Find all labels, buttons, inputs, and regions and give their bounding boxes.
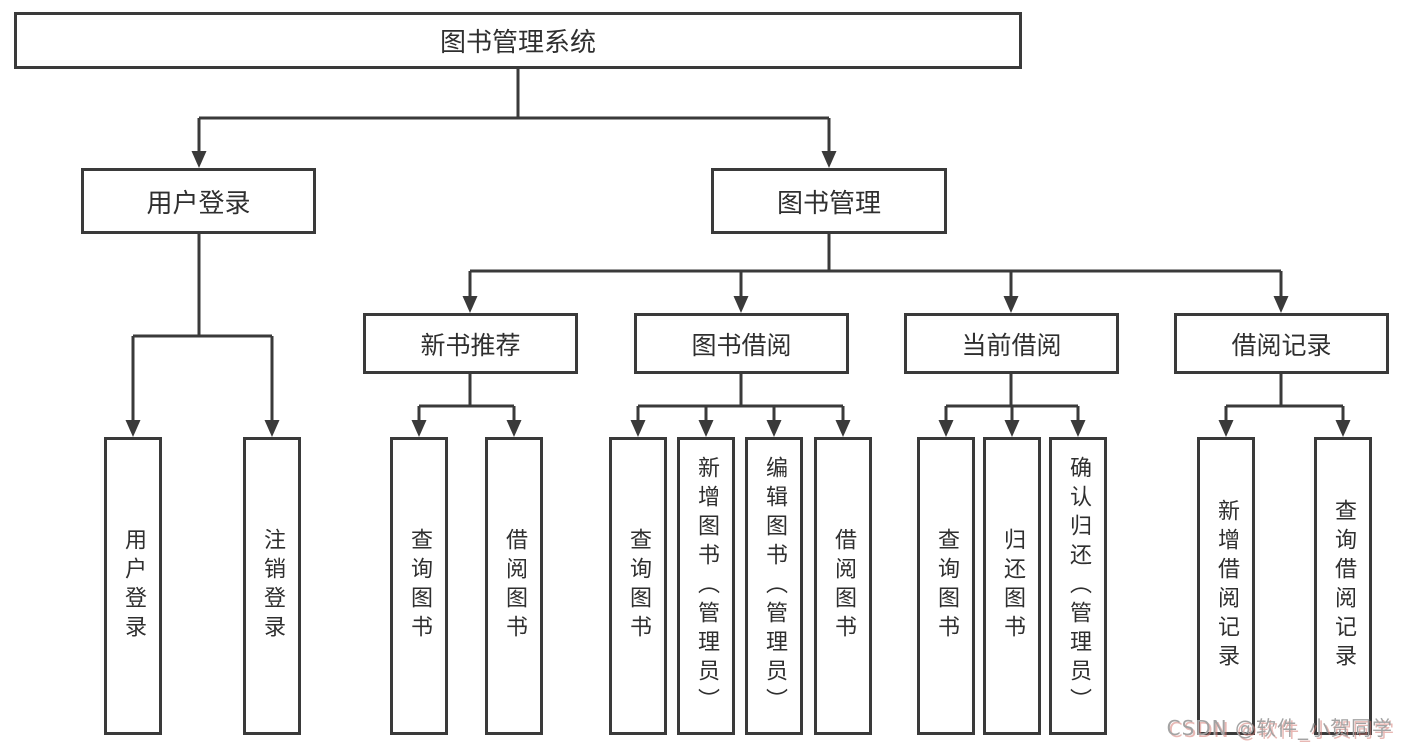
edges-new-book-recommend-children bbox=[411, 374, 522, 437]
node-borrow-records: 借阅记录 bbox=[1174, 313, 1389, 374]
leaf-add-books-admin: 新增图书（管理员） bbox=[677, 437, 735, 735]
leaf-query-borrow-record: 查询借阅记录 bbox=[1314, 437, 1372, 735]
node-current-borrow: 当前借阅 bbox=[904, 313, 1119, 374]
node-book-management: 图书管理 bbox=[711, 168, 947, 234]
leaf-user-login: 用户登录 bbox=[104, 437, 162, 735]
leaf-borrow-books: 借阅图书 bbox=[814, 437, 872, 735]
node-root-library-system: 图书管理系统 bbox=[14, 12, 1022, 69]
leaf-query-books-current: 查询图书 bbox=[917, 437, 975, 735]
edges-root-to-level2 bbox=[191, 69, 837, 168]
edges-book-management-to-level3 bbox=[462, 234, 1289, 313]
leaf-edit-books-admin: 编辑图书（管理员） bbox=[745, 437, 803, 735]
node-user-login: 用户登录 bbox=[81, 168, 316, 234]
leaf-add-borrow-record: 新增借阅记录 bbox=[1197, 437, 1255, 735]
leaf-query-books-borrow: 查询图书 bbox=[609, 437, 667, 735]
leaf-borrow-books-recommend: 借阅图书 bbox=[485, 437, 543, 735]
leaf-logout: 注销登录 bbox=[243, 437, 301, 735]
edges-book-borrow-children bbox=[630, 374, 851, 437]
edges-borrow-records-children bbox=[1218, 374, 1351, 437]
csdn-watermark: CSDN @软件_小贺同学 bbox=[1166, 716, 1393, 740]
node-book-borrow: 图书借阅 bbox=[634, 313, 849, 374]
leaf-confirm-return-admin: 确认归还（管理员） bbox=[1049, 437, 1107, 735]
edges-current-borrow-children bbox=[938, 374, 1086, 437]
leaf-query-books-recommend: 查询图书 bbox=[390, 437, 448, 735]
leaf-return-books: 归还图书 bbox=[983, 437, 1041, 735]
node-new-book-recommend: 新书推荐 bbox=[363, 313, 578, 374]
edges-user-login-children bbox=[125, 234, 280, 437]
